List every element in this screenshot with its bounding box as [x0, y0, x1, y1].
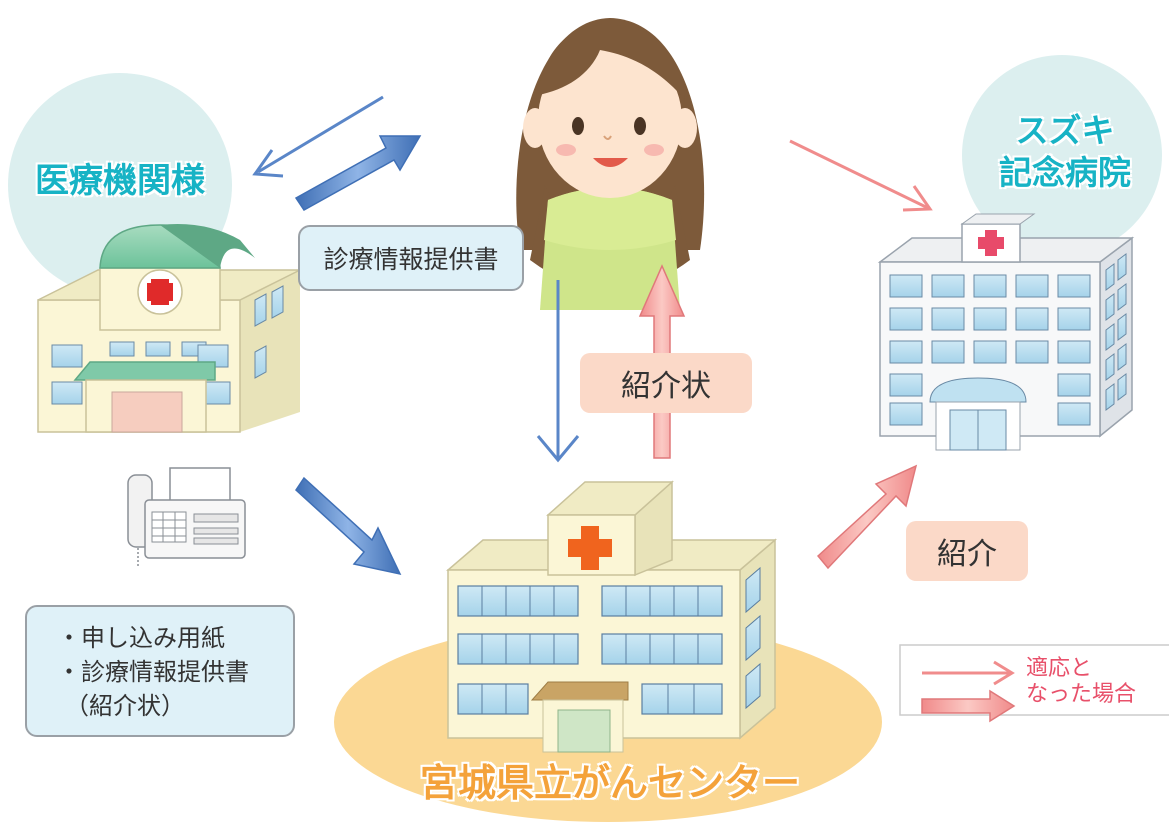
suzuki-hospital-label-line2: 記念病院	[999, 153, 1131, 192]
legend-text: 適応となった場合	[1026, 656, 1166, 708]
legend	[899, 644, 1169, 723]
referral-label: 紹介	[937, 537, 997, 572]
documents-list-item-medical-info: ・診療情報提供書	[57, 658, 249, 686]
legend-text-line2: なった場合	[1026, 682, 1137, 707]
patient-icon	[516, 18, 705, 310]
medical-info-document-label: 診療情報提供書	[323, 245, 499, 274]
clinic-building-icon	[37, 224, 301, 433]
documents-list-item-application-form: ・申し込み用紙	[57, 624, 225, 652]
referral-box: 紹介	[906, 521, 1028, 581]
medical-institutions-label: 医療機関様	[35, 161, 205, 201]
suzuki-hospital-building-icon	[877, 213, 1135, 451]
arrow-patient-to-suzuki-hospital	[789, 139, 933, 212]
cancer-center-building-icon	[445, 480, 778, 753]
arrow-patient-to-cancer-center	[536, 280, 580, 463]
arrow-cancer-center-to-suzuki-hospital	[816, 464, 918, 570]
documents-list-item-referral-letter: （紹介状）	[65, 692, 185, 720]
referral-letter-box: 紹介状	[580, 353, 752, 413]
referral-letter-label: 紹介状	[621, 369, 711, 404]
suzuki-hospital-label-line1: スズキ	[1015, 111, 1115, 150]
suzuki-hospital-label: スズキ 記念病院	[980, 110, 1150, 194]
arrow-patient-to-clinic	[252, 95, 384, 178]
suzuki-hospital-circle	[962, 55, 1162, 255]
medical-info-document-box: 診療情報提供書	[298, 225, 524, 291]
fax-machine-icon	[127, 467, 246, 568]
legend-thick-arrow-icon	[921, 689, 1016, 723]
arrow-clinic-to-patient	[294, 135, 422, 211]
documents-list-box: ・申し込み用紙 ・診療情報提供書 （紹介状）	[25, 605, 295, 737]
legend-text-line1: 適応と	[1026, 656, 1093, 681]
legend-thin-arrow-icon	[922, 660, 1015, 686]
cancer-center-label: 宮城県立がんセンター	[419, 761, 800, 805]
arrow-clinic-to-cancer-center	[295, 476, 402, 576]
